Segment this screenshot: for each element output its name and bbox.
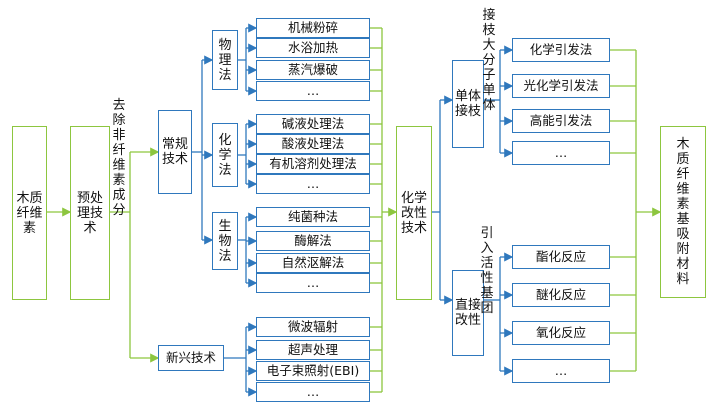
chemical-node: 化学法 (212, 123, 238, 187)
wood-node: 木质纤维素 (12, 126, 47, 300)
chemical-item-label: 碱液处理法 (281, 116, 345, 131)
physical-item-label: 机械粉碎 (287, 20, 338, 35)
active-group-label: 引入活性基团 (480, 226, 494, 316)
direct-item: 氧化反应 (512, 321, 610, 345)
emerging-node: 新兴技术 (158, 345, 224, 371)
product-node: 木质纤维素基吸附材料 (660, 126, 706, 298)
emerging-item-label: 超声处理 (287, 342, 338, 357)
emerging-item-label: 电子束照射(EBI) (266, 363, 360, 378)
product-label: 木质纤维素基吸附材料 (676, 137, 690, 287)
graft-item: 光化学引发法 (512, 74, 610, 98)
direct-mod-label: 直接改性 (455, 298, 482, 328)
graft-item-label: … (554, 145, 568, 160)
emerging-item-label: … (306, 384, 320, 399)
chemical-item: … (256, 174, 370, 194)
direct-item-label: … (554, 363, 568, 378)
biological-label: 生物法 (218, 218, 232, 264)
pretreat-node: 预处理技术 (70, 126, 110, 300)
monomer-graft-label: 单体接枝 (455, 89, 482, 119)
graft-item-label: 光化学引发法 (523, 78, 599, 93)
conventional-label: 常规技术 (161, 137, 188, 167)
direct-item-label: 氧化反应 (535, 325, 586, 340)
physical-label: 物理法 (218, 37, 232, 83)
biological-item: 酶解法 (256, 231, 370, 251)
chem-mod-label: 化学改性技术 (400, 190, 427, 236)
biological-item-label: 纯菌种法 (287, 209, 338, 224)
emerging-item: … (256, 382, 370, 402)
direct-item: 醚化反应 (512, 283, 610, 307)
graft-item: … (512, 141, 610, 165)
graft-item: 高能引发法 (512, 109, 610, 133)
emerging-item: 电子束照射(EBI) (256, 361, 370, 381)
chemical-item: 有机溶剂处理法 (256, 154, 370, 174)
physical-item: 机械粉碎 (256, 18, 370, 38)
chemical-item: 酸液处理法 (256, 134, 370, 154)
direct-item: 酯化反应 (512, 245, 610, 269)
physical-item: … (256, 81, 370, 101)
chemical-item-label: 有机溶剂处理法 (269, 156, 357, 171)
biological-item-label: … (306, 275, 320, 290)
direct-mod-node: 直接改性 (452, 270, 484, 356)
chemical-label: 化学法 (218, 132, 232, 178)
graft-item-label: 高能引发法 (529, 113, 593, 128)
chemical-item: 碱液处理法 (256, 114, 370, 134)
biological-item: 自然沤解法 (256, 253, 370, 273)
emerging-item-label: 微波辐射 (287, 319, 338, 334)
remove-noncellulose-label: 去除非纤维素成分 (112, 98, 126, 218)
physical-node: 物理法 (212, 30, 238, 90)
biological-item: … (256, 273, 370, 293)
emerging-label: 新兴技术 (165, 350, 216, 365)
physical-item-label: 水浴加热 (287, 40, 338, 55)
physical-item-label: 蒸汽爆破 (287, 62, 338, 77)
chem-mod-node: 化学改性技术 (396, 126, 432, 300)
emerging-item: 超声处理 (256, 340, 370, 360)
physical-item: 水浴加热 (256, 38, 370, 58)
conventional-node: 常规技术 (158, 110, 192, 194)
graft-macromonomer-label: 接枝大分子单体 (482, 8, 496, 113)
biological-item-label: 自然沤解法 (281, 255, 345, 270)
graft-item-label: 化学引发法 (529, 42, 593, 57)
direct-item: … (512, 359, 610, 383)
physical-item: 蒸汽爆破 (256, 60, 370, 80)
chemical-item-label: … (306, 176, 320, 191)
chemical-item-label: 酸液处理法 (281, 136, 345, 151)
direct-item-label: 醚化反应 (535, 287, 586, 302)
direct-item-label: 酯化反应 (535, 249, 586, 264)
biological-item-label: 酶解法 (294, 233, 332, 248)
physical-item-label: … (306, 83, 320, 98)
biological-item: 纯菌种法 (256, 207, 370, 227)
monomer-graft-node: 单体接枝 (452, 60, 484, 148)
wood-label: 木质纤维素 (16, 190, 43, 236)
graft-item: 化学引发法 (512, 38, 610, 62)
biological-node: 生物法 (212, 212, 238, 270)
pretreat-label: 预处理技术 (76, 190, 103, 236)
emerging-item: 微波辐射 (256, 317, 370, 337)
